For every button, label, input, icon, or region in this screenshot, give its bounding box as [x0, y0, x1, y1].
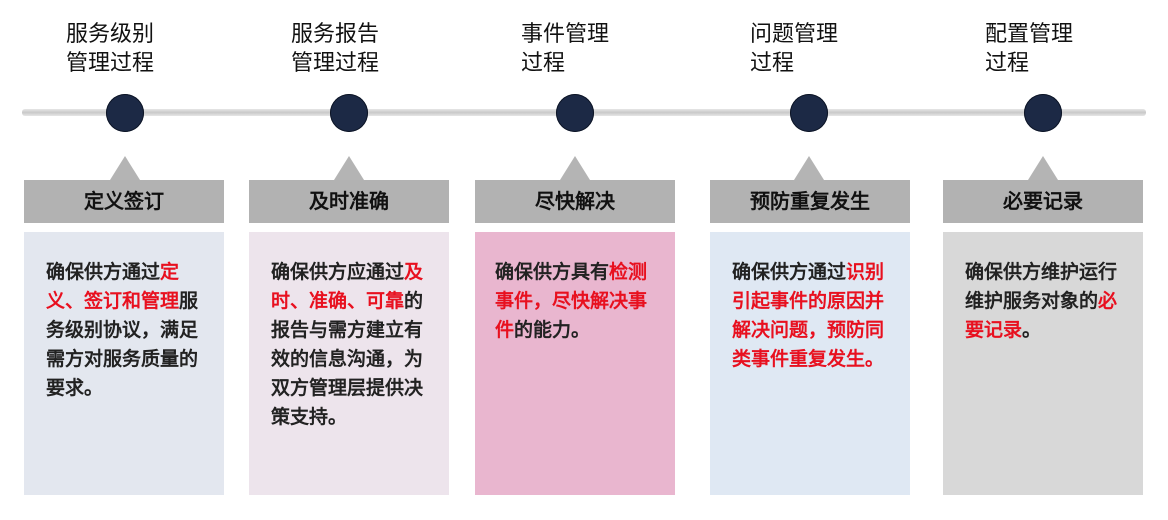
pointer-arrow — [560, 156, 590, 180]
desc-text: 确保供方应通过 — [271, 261, 405, 283]
stage-header: 及时准确 — [249, 180, 449, 223]
highlight-text: 必要记录 — [965, 290, 1118, 341]
desc-text: 确保供方具有 — [495, 261, 610, 283]
desc-text: 确保供方通过 — [46, 261, 161, 283]
stage-service-level: 服务级别 管理过程 定义签订 确保供方通过定义、签订和管理服务级别协议，满足需方… — [24, 0, 224, 520]
pointer-arrow — [110, 156, 140, 180]
highlight-text: 定义、签订和管理 — [46, 261, 180, 312]
stage-description: 确保供方维护运行维护服务对象的必要记录。 — [943, 232, 1143, 495]
stage-header: 定义签订 — [24, 180, 224, 223]
pointer-arrow — [794, 156, 824, 180]
highlight-text: 识别引起事件的原因并解决问题，预防同类事件重复发生。 — [732, 261, 885, 370]
timeline-node — [330, 94, 368, 132]
desc-text: 服务级别协议，满足需方对服务质量的要求。 — [46, 290, 199, 399]
pointer-arrow — [1028, 156, 1058, 180]
stage-title: 服务级别 管理过程 — [66, 22, 155, 76]
stage-service-report: 服务报告 管理过程 及时准确 确保供方应通过及时、准确、可靠的报告与需方建立有效… — [249, 0, 449, 520]
timeline-node — [556, 94, 594, 132]
desc-text: 的报告与需方建立有效的信息沟通，为双方管理层提供决策支持。 — [271, 290, 424, 428]
stage-incident: 事件管理 过程 尽快解决 确保供方具有检测事件，尽快解决事件的能力。 — [475, 0, 675, 520]
stage-description: 确保供方具有检测事件，尽快解决事件的能力。 — [475, 232, 675, 495]
desc-text: 确保供方维护运行维护服务对象的 — [965, 261, 1118, 312]
highlight-text: 及时、准确、可靠 — [271, 261, 424, 312]
stage-header: 预防重复发生 — [710, 180, 910, 223]
desc-text: 。 — [1022, 319, 1042, 341]
highlight-text: 检测事件，尽快解决事件 — [495, 261, 648, 341]
stage-problem: 问题管理 过程 预防重复发生 确保供方通过识别引起事件的原因并解决问题，预防同类… — [710, 0, 910, 520]
stage-description: 确保供方应通过及时、准确、可靠的报告与需方建立有效的信息沟通，为双方管理层提供决… — [249, 232, 449, 495]
stage-title: 配置管理 过程 — [985, 22, 1074, 76]
timeline-node — [1024, 94, 1062, 132]
stage-configuration: 配置管理 过程 必要记录 确保供方维护运行维护服务对象的必要记录。 — [943, 0, 1143, 520]
timeline-node — [106, 94, 144, 132]
stage-header: 尽快解决 — [475, 180, 675, 223]
pointer-arrow — [334, 156, 364, 180]
desc-text: 确保供方通过 — [732, 261, 847, 283]
timeline-node — [790, 94, 828, 132]
stage-header: 必要记录 — [943, 180, 1143, 223]
stage-description: 确保供方通过定义、签订和管理服务级别协议，满足需方对服务质量的要求。 — [24, 232, 224, 495]
stage-title: 问题管理 过程 — [750, 22, 839, 76]
stage-title: 服务报告 管理过程 — [291, 22, 380, 76]
stage-title: 事件管理 过程 — [521, 22, 610, 76]
stage-description: 确保供方通过识别引起事件的原因并解决问题，预防同类事件重复发生。 — [710, 232, 910, 495]
desc-text: 的能力。 — [514, 319, 591, 341]
